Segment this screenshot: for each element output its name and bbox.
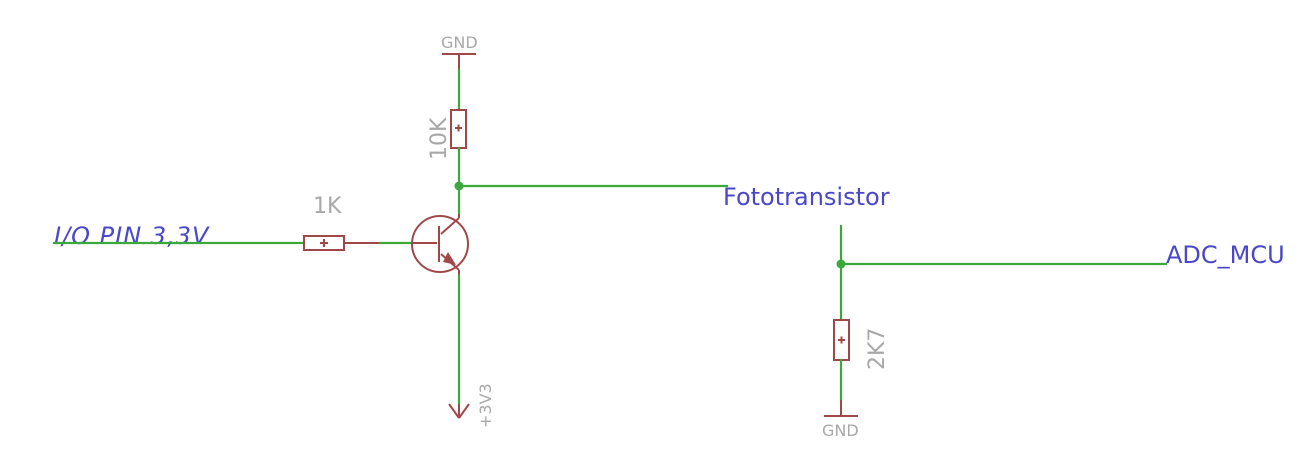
resistor-2k7 xyxy=(833,319,850,361)
gnd-symbol-top xyxy=(442,53,476,70)
gnd-symbol-bottom xyxy=(824,400,858,417)
supply-3v3-symbol xyxy=(448,403,470,419)
gnd-top-label: GND xyxy=(441,33,478,52)
resistor-10k xyxy=(450,109,467,149)
net-label-adc: ADC_MCU xyxy=(1166,241,1285,269)
r-base-value: 1K xyxy=(313,194,342,219)
gnd-bottom-label: GND xyxy=(822,421,859,440)
transistor-pnp xyxy=(411,214,469,276)
resistor-1k xyxy=(303,235,380,251)
r-collector-value: 10K xyxy=(427,117,452,160)
net-label-fototransistor: Fototransistor xyxy=(723,183,890,211)
net-label-io-pin: I/O PIN 3,3V xyxy=(54,222,210,250)
supply-3v3-label: +3V3 xyxy=(476,383,495,428)
r-pulldown-value: 2K7 xyxy=(865,328,890,370)
